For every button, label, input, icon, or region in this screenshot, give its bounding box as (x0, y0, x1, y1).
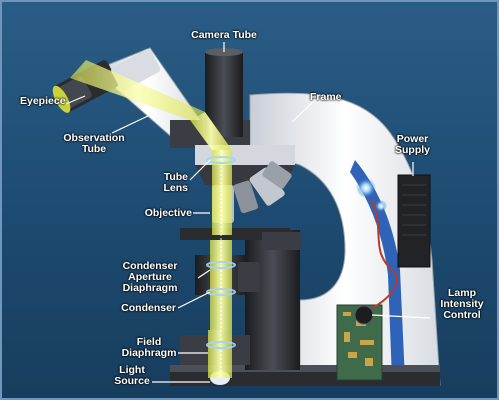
label-lamp-intensity-control: Lamp Intensity Control (440, 287, 484, 321)
label-eyepiece: Eyepiece (20, 95, 66, 107)
label-camera-tube: Camera Tube (191, 29, 257, 41)
power-supply-fins (402, 184, 426, 236)
label-light-source: Light Source (114, 364, 150, 387)
base-top (170, 365, 440, 372)
light-beam-path (70, 60, 236, 378)
leader-eyepiece (65, 95, 86, 105)
lamp-glow (356, 178, 376, 198)
label-condenser: Condenser (121, 302, 176, 314)
label-objective: Objective (144, 207, 192, 219)
leader-frame (291, 99, 316, 123)
label-condenser-aperture-diaphragm: Condenser Aperture Diaphragm (122, 260, 178, 294)
label-power-supply: Power Supply (394, 133, 430, 156)
label-field-diaphragm: Field Diaphragm (121, 336, 177, 359)
stage-holder (262, 232, 302, 250)
leader-lamp-intensity (371, 314, 431, 319)
leader-lines (65, 42, 431, 383)
condenser-knob (238, 262, 260, 292)
power-supply-box (397, 174, 431, 268)
leader-observation-tube (111, 114, 151, 134)
intensity-knob (354, 305, 374, 325)
leader-tube-lens (189, 159, 211, 181)
frame-blue-trim (350, 160, 405, 380)
leader-condenser (177, 291, 211, 309)
label-tube-lens: Tube Lens (163, 171, 188, 194)
focus-column (245, 230, 300, 370)
leader-condenser-aperture (197, 269, 211, 279)
label-observation-tube: Observation Tube (63, 132, 125, 155)
power-wire (371, 199, 398, 309)
label-frame: Frame (310, 91, 342, 103)
lamp-glow-2 (375, 200, 387, 212)
